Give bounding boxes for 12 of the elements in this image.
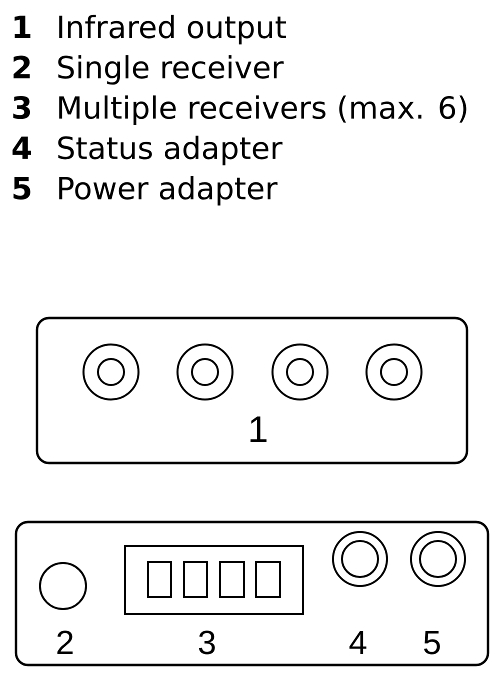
callout-number: 4 (12, 136, 32, 159)
callout-number: 1 (14, 16, 30, 38)
device-panel: 1 (36, 316, 468, 464)
callout-number: 3 (13, 96, 30, 120)
key-text: Single receiver (58, 55, 284, 85)
callout-number: 5 (14, 176, 30, 200)
key-text: Status adapter (58, 136, 282, 166)
callout-number: 2 (14, 56, 30, 78)
key-text: Infrared output (59, 14, 286, 44)
key-text: Multiple receivers (max. 6) (59, 95, 466, 125)
device-panel: 2 3 4 5 (14, 520, 490, 666)
key-text: Power adapter (59, 176, 278, 206)
